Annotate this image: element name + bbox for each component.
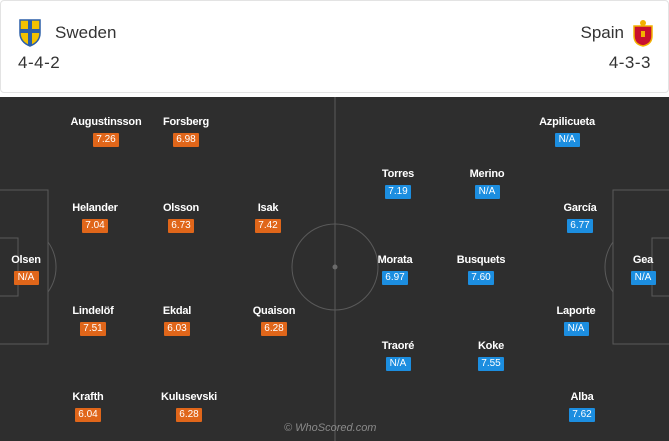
player-rating: 6.04 xyxy=(75,408,101,422)
player-name: Isak xyxy=(257,202,279,214)
player-helander[interactable]: Helander 7.04 xyxy=(55,202,135,233)
player-alba[interactable]: Alba 7.62 xyxy=(542,391,622,422)
player-name: Morata xyxy=(377,254,413,266)
player-laporte[interactable]: Laporte N/A xyxy=(536,305,616,336)
away-formation: 4-3-3 xyxy=(608,53,651,72)
pitch: Augustinsson 7.26 Forsberg 6.98 Helander… xyxy=(0,97,669,441)
home-formation: 4-4-2 xyxy=(18,53,61,72)
player-name: Gea xyxy=(632,254,654,266)
player-name: Azpilicueta xyxy=(539,116,595,128)
player-name: Forsberg xyxy=(162,116,210,128)
player-name: Lindelöf xyxy=(72,305,114,317)
player-isak[interactable]: Isak 7.42 xyxy=(228,202,308,233)
center-circle xyxy=(291,223,379,311)
player-name: García xyxy=(563,202,597,214)
player-rating: N/A xyxy=(554,133,580,147)
player-rating: N/A xyxy=(385,357,411,371)
home-penalty-area xyxy=(0,189,49,345)
home-goal-area xyxy=(0,237,19,297)
player-kulusevski[interactable]: Kulusevski 6.28 xyxy=(149,391,229,422)
player-name: Merino xyxy=(469,168,505,180)
player-rating: 6.73 xyxy=(168,219,194,233)
player-forsberg[interactable]: Forsberg 6.98 xyxy=(146,116,226,147)
player-name: Torres xyxy=(381,168,415,180)
player-name: Traoré xyxy=(381,340,415,352)
sweden-crest-icon xyxy=(19,19,41,47)
player-name: Busquets xyxy=(456,254,506,266)
player-rating: 7.04 xyxy=(82,219,108,233)
player-name: Kulusevski xyxy=(160,391,218,403)
player-name: Olsson xyxy=(162,202,200,214)
home-penalty-arc xyxy=(47,241,57,293)
away-penalty-area xyxy=(612,189,669,345)
player-rating: 6.03 xyxy=(164,322,190,336)
player-rating: 7.55 xyxy=(478,357,504,371)
player-rating: 6.98 xyxy=(173,133,199,147)
player-rating: N/A xyxy=(13,271,39,285)
player-rating: 7.51 xyxy=(80,322,106,336)
player-rating: 6.28 xyxy=(176,408,202,422)
player-traore[interactable]: Traoré N/A xyxy=(358,340,438,371)
player-name: Helander xyxy=(72,202,118,214)
player-garcia[interactable]: García 6.77 xyxy=(540,202,620,233)
player-name: Augustinsson xyxy=(70,116,142,128)
player-name: Alba xyxy=(570,391,594,403)
player-olsson[interactable]: Olsson 6.73 xyxy=(141,202,221,233)
player-rating: N/A xyxy=(563,322,589,336)
player-gea[interactable]: Gea N/A xyxy=(603,254,669,285)
center-spot xyxy=(332,264,338,270)
player-krafth[interactable]: Krafth 6.04 xyxy=(48,391,128,422)
away-team-name: Spain xyxy=(580,23,624,42)
away-penalty-arc xyxy=(604,241,614,293)
home-team-name: Sweden xyxy=(55,23,117,42)
player-azpilicueta[interactable]: Azpilicueta N/A xyxy=(527,116,607,147)
player-morata[interactable]: Morata 6.97 xyxy=(355,254,435,285)
away-goal-area xyxy=(651,237,669,297)
pitch-markings xyxy=(0,97,669,441)
player-lindelof[interactable]: Lindelöf 7.51 xyxy=(53,305,133,336)
player-rating: 7.42 xyxy=(255,219,281,233)
player-rating: 7.26 xyxy=(93,133,119,147)
player-rating: 6.97 xyxy=(382,271,408,285)
player-koke[interactable]: Koke 7.55 xyxy=(451,340,531,371)
spain-crest-icon xyxy=(633,20,653,47)
player-torres[interactable]: Torres 7.19 xyxy=(358,168,438,199)
player-name: Koke xyxy=(477,340,505,352)
player-rating: 6.77 xyxy=(567,219,593,233)
player-name: Laporte xyxy=(556,305,596,317)
player-rating: 7.62 xyxy=(569,408,595,422)
player-ekdal[interactable]: Ekdal 6.03 xyxy=(137,305,217,336)
match-header: Sweden 4-4-2 Spain 4-3-3 xyxy=(0,0,669,93)
player-name: Krafth xyxy=(72,391,104,403)
player-merino[interactable]: Merino N/A xyxy=(447,168,527,199)
player-rating: 7.60 xyxy=(468,271,494,285)
player-rating: 7.19 xyxy=(385,185,411,199)
player-name: Olsen xyxy=(11,254,41,266)
player-augustinsson[interactable]: Augustinsson 7.26 xyxy=(66,116,146,147)
watermark: © WhoScored.com xyxy=(284,422,377,434)
player-rating: N/A xyxy=(630,271,656,285)
player-busquets[interactable]: Busquets 7.60 xyxy=(441,254,521,285)
player-name: Quaison xyxy=(252,305,296,317)
player-quaison[interactable]: Quaison 6.28 xyxy=(234,305,314,336)
player-name: Ekdal xyxy=(162,305,192,317)
player-olsen[interactable]: Olsen N/A xyxy=(0,254,66,285)
player-rating: N/A xyxy=(474,185,500,199)
player-rating: 6.28 xyxy=(261,322,287,336)
